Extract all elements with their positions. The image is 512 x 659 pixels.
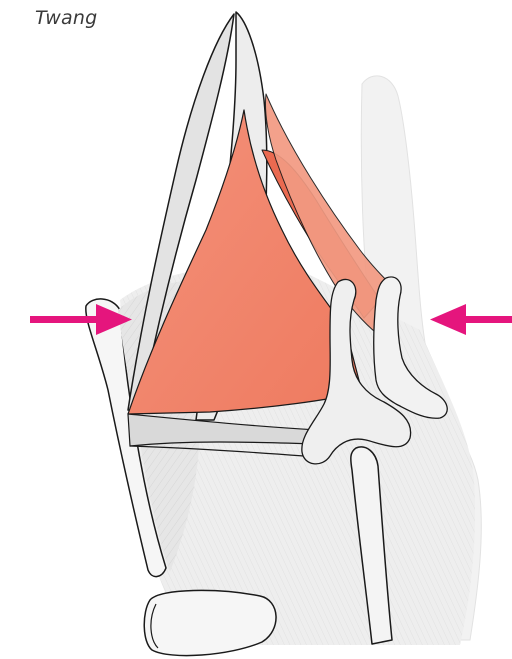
- right-compression-arrow: [430, 304, 512, 335]
- tracheal-ring: [144, 590, 276, 655]
